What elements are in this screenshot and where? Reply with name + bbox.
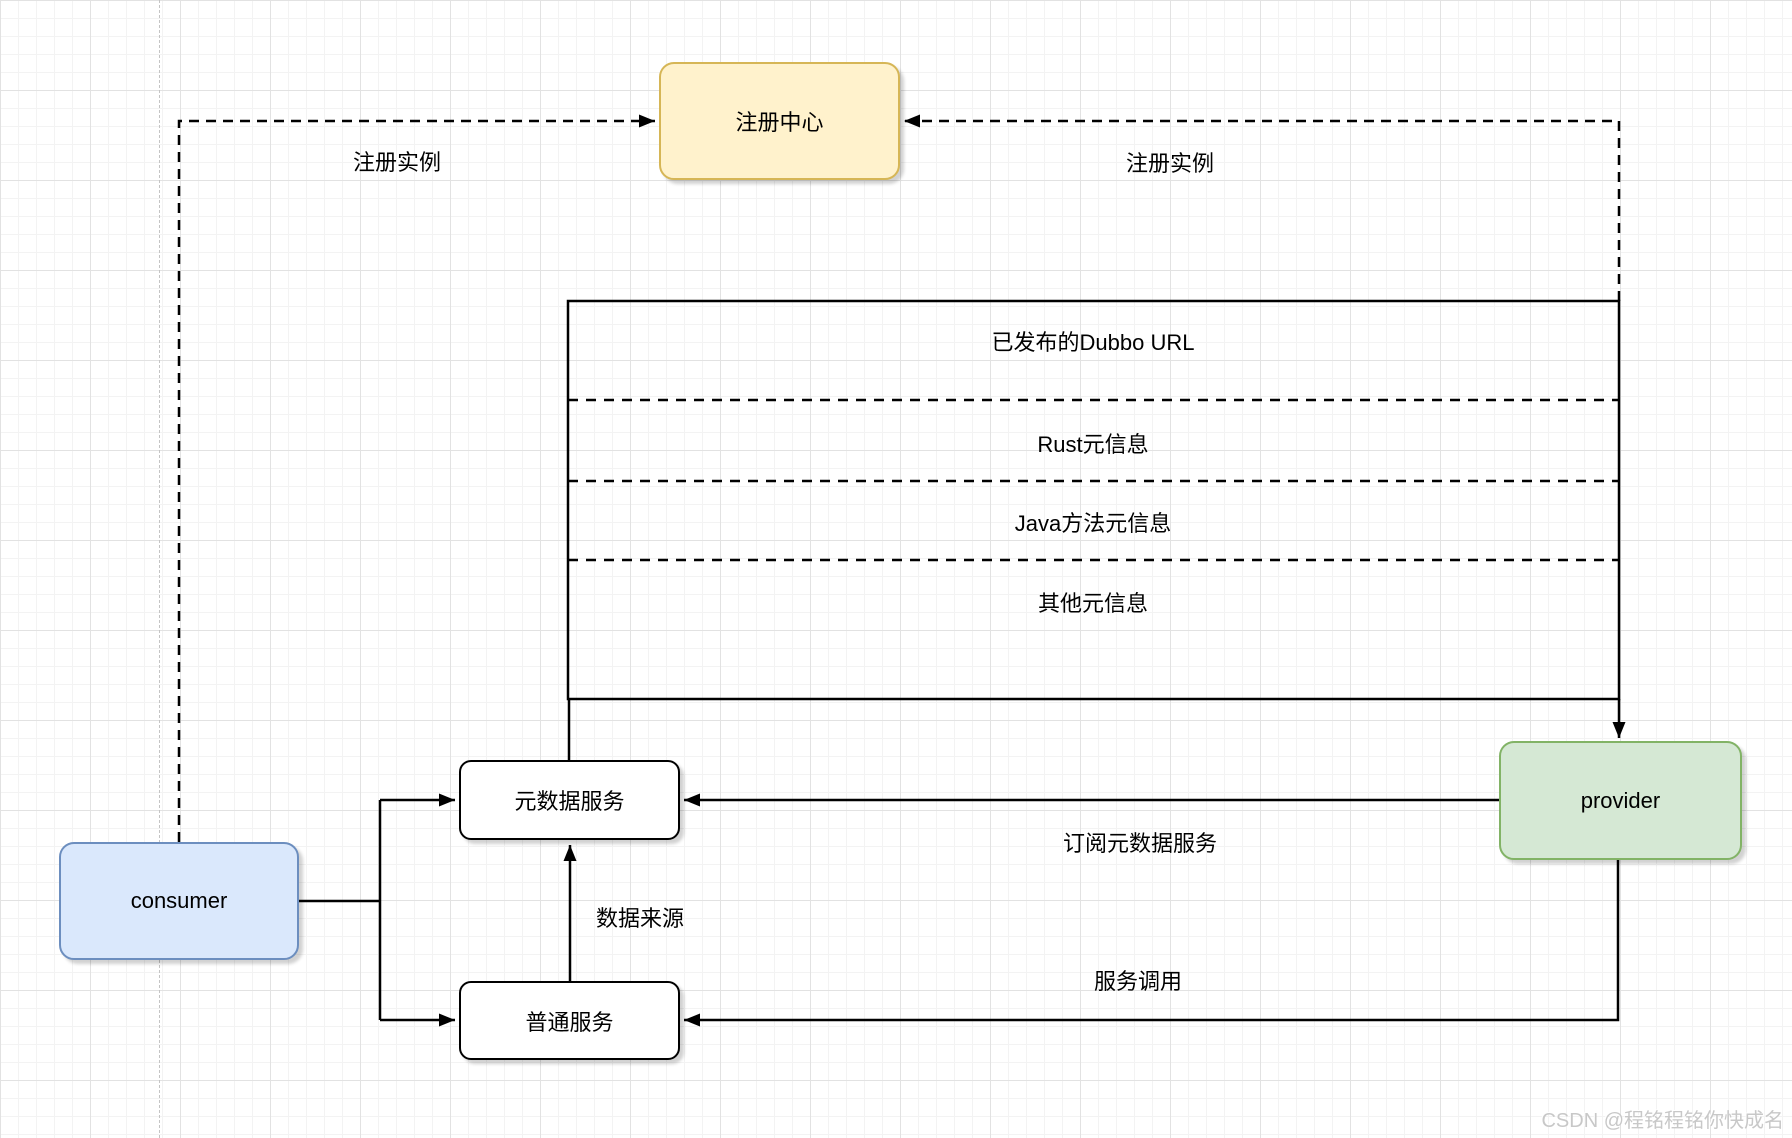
node-registry: 注册中心 — [659, 62, 900, 180]
edge-provider-register — [904, 114, 1621, 301]
node-metadata-service-label: 元数据服务 — [514, 789, 625, 814]
table-row-other-meta: 其他元信息 — [1037, 591, 1149, 616]
node-metadata-service: 元数据服务 — [459, 760, 680, 840]
node-normal-service-label: 普通服务 — [525, 1009, 614, 1035]
edge-consumer-register — [177, 114, 655, 842]
metadata-table-rect — [566, 299, 1621, 701]
node-consumer: consumer — [59, 842, 299, 960]
label-register-instance-right: 注册实例 — [1125, 151, 1215, 176]
watermark-text: CSDN @程铭程铭你快成名 — [1541, 1110, 1784, 1132]
label-subscribe-metadata: 订阅元数据服务 — [1062, 831, 1218, 856]
node-provider-label: provider — [1580, 787, 1661, 813]
page-boundary-line — [159, 0, 160, 1138]
edge-service-invoke — [684, 860, 1620, 1027]
node-provider: provider — [1499, 741, 1742, 860]
node-consumer-label: consumer — [130, 888, 228, 913]
label-data-source: 数据来源 — [595, 906, 685, 931]
edge-consumer-branch — [299, 800, 382, 1020]
node-registry-label: 注册中心 — [735, 110, 824, 135]
node-normal-service: 普通服务 — [459, 981, 680, 1060]
table-row-dubbo-url: 已发布的Dubbo URL — [991, 330, 1195, 355]
table-row-java-method-meta: Java方法元信息 — [1014, 511, 1172, 536]
label-service-invoke: 服务调用 — [1093, 969, 1183, 994]
label-register-instance-left: 注册实例 — [352, 150, 442, 175]
table-row-rust-meta: Rust元信息 — [1037, 432, 1149, 457]
